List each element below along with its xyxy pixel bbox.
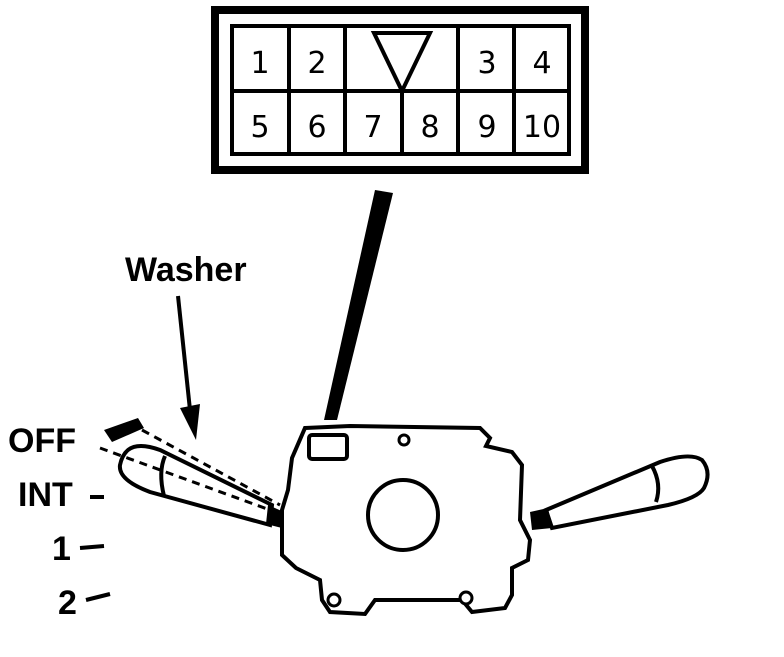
- steering-column-hole: [366, 478, 440, 552]
- washer-arrow-head-icon: [180, 404, 200, 440]
- speed-two-tick: [85, 592, 111, 602]
- lever-grip-ring: [159, 455, 167, 497]
- pin-label: 10: [523, 110, 561, 145]
- off-position-lever-tip: [104, 418, 144, 442]
- pin-label: 8: [420, 110, 439, 145]
- pin-label: 6: [307, 110, 326, 145]
- off-label: OFF: [8, 422, 76, 460]
- lever-grip-ring: [650, 465, 661, 503]
- pin-label: 2: [307, 46, 326, 81]
- connector-face: 1 2 3 4 5 6 7 8 9 10: [211, 6, 589, 174]
- wiper-lever-arm: [117, 444, 275, 528]
- connector-socket: [307, 433, 349, 461]
- connector-pointer-wedge: [324, 190, 393, 420]
- washer-travel-dashed-line: [141, 428, 281, 507]
- pin-label: 7: [363, 110, 382, 145]
- turn-signal-lever: [530, 454, 710, 531]
- speed-one-label: 1: [52, 530, 71, 568]
- connector-key-triangle-icon: [370, 31, 434, 96]
- pin-label: 1: [250, 46, 269, 81]
- off-travel-dashed-line: [99, 446, 271, 512]
- pin-label: 9: [477, 110, 496, 145]
- mounting-hole-icon: [397, 433, 411, 447]
- lever-pivot: [266, 505, 284, 528]
- combination-switch-body: [280, 423, 533, 617]
- speed-one-tick: [79, 544, 105, 550]
- int-label: INT: [18, 476, 73, 514]
- pin-label: 4: [532, 46, 551, 81]
- turn-signal-lever-arm: [543, 454, 710, 531]
- wiper-lever: [117, 444, 284, 528]
- screw-hole-icon: [458, 590, 474, 606]
- screw-hole-icon: [326, 592, 342, 608]
- lever-pivot: [530, 508, 552, 530]
- pin-label: 5: [250, 110, 269, 145]
- washer-label: Washer: [125, 251, 247, 289]
- speed-two-label: 2: [58, 584, 77, 622]
- pin-label: 3: [477, 46, 496, 81]
- washer-arrow-shaft: [176, 295, 192, 411]
